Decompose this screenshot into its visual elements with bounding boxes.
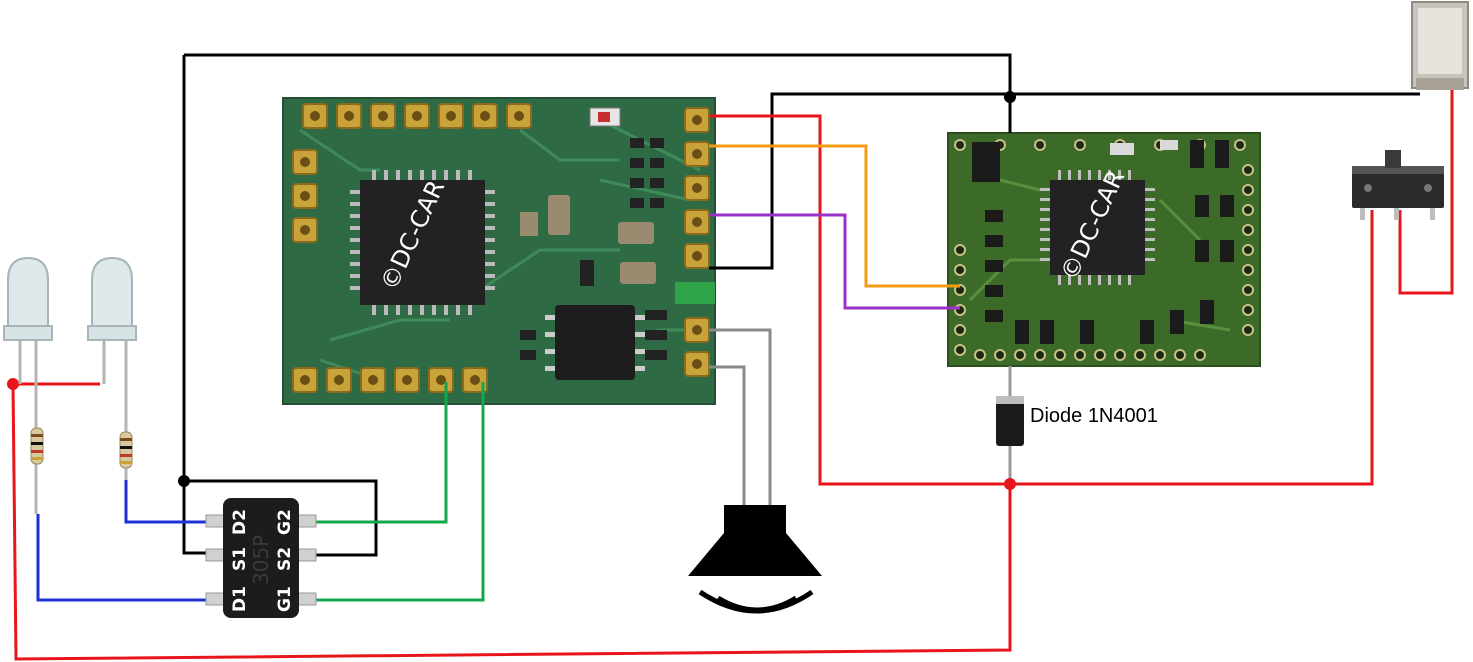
mosfet-marking: 305P	[249, 535, 273, 585]
purple-wire	[709, 213, 960, 310]
orange-wire	[709, 144, 960, 288]
red-wires	[11, 90, 1454, 661]
diode-icon	[996, 396, 1024, 446]
diode-label: Diode 1N4001	[1030, 405, 1158, 427]
mosfet-pin-g2: G2	[275, 509, 295, 535]
mosfet-pin-g1: G1	[275, 586, 295, 612]
mosfet-chip-icon: 305P D2 G2 S1 S2 D1 G1	[205, 498, 317, 618]
mosfet-pin-d2: D2	[230, 509, 250, 535]
led-right-icon	[87, 256, 137, 480]
blue-wires	[36, 480, 215, 602]
resistor-icon	[30, 427, 133, 469]
green-wires	[310, 382, 485, 602]
slide-switch-icon	[1352, 150, 1444, 220]
decoder-board-icon: ©DC-CAR	[282, 97, 716, 405]
grey-wires	[709, 328, 772, 505]
mosfet-pin-s1: S1	[230, 547, 250, 571]
reed-contact-icon	[1411, 1, 1469, 90]
controller-board-icon: ©DC-CAR	[947, 132, 1261, 367]
mosfet-pin-d1: D1	[230, 586, 250, 612]
speaker-icon	[688, 505, 822, 614]
led-left-icon	[3, 256, 53, 514]
mosfet-pin-s2: S2	[275, 547, 295, 571]
black-wires	[182, 53, 1420, 557]
